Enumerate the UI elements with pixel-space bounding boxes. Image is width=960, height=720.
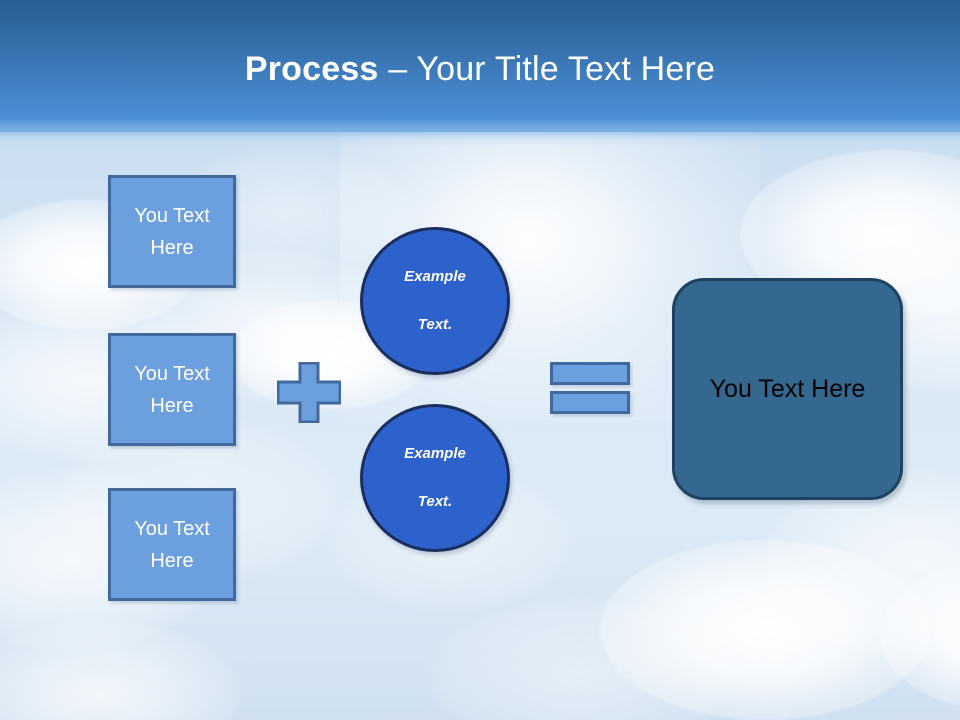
title-band-fade (0, 120, 960, 146)
factor-circle-1[interactable]: Example Text. (360, 227, 510, 375)
input-box-3-label: You Text Here (134, 517, 210, 572)
equals-icon (550, 362, 630, 414)
input-box-3[interactable]: You Text Here (108, 488, 236, 601)
factor-circle-2-text: Example Text. (363, 442, 507, 514)
input-box-1-label: You Text Here (134, 204, 210, 259)
plus-icon-shape (276, 361, 342, 424)
result-panel[interactable]: You Text Here (672, 278, 903, 500)
equals-icon-bar-bottom (550, 391, 630, 414)
title-band (0, 0, 960, 132)
page-title: Process – Your Title Text Here (0, 48, 960, 90)
input-box-2-label: You Text Here (134, 362, 210, 417)
plus-icon (276, 361, 342, 424)
factor-circle-2-line2: Text. (417, 493, 453, 510)
input-box-1[interactable]: You Text Here (108, 175, 236, 288)
result-panel-label: You Text Here (709, 374, 866, 403)
page-title-rest: – Your Title Text Here (378, 50, 716, 88)
factor-circle-2[interactable]: Example Text. (360, 404, 510, 552)
factor-circle-1-text: Example Text. (363, 265, 507, 337)
factor-circle-1-line2: Text. (417, 316, 453, 333)
page-title-strong: Process (244, 50, 379, 88)
factor-circle-1-line1: Example (404, 268, 466, 285)
equals-icon-bar-top (550, 362, 630, 385)
cloud-decoration (430, 600, 730, 720)
factor-circle-2-line1: Example (404, 445, 466, 462)
input-box-2[interactable]: You Text Here (108, 333, 236, 446)
